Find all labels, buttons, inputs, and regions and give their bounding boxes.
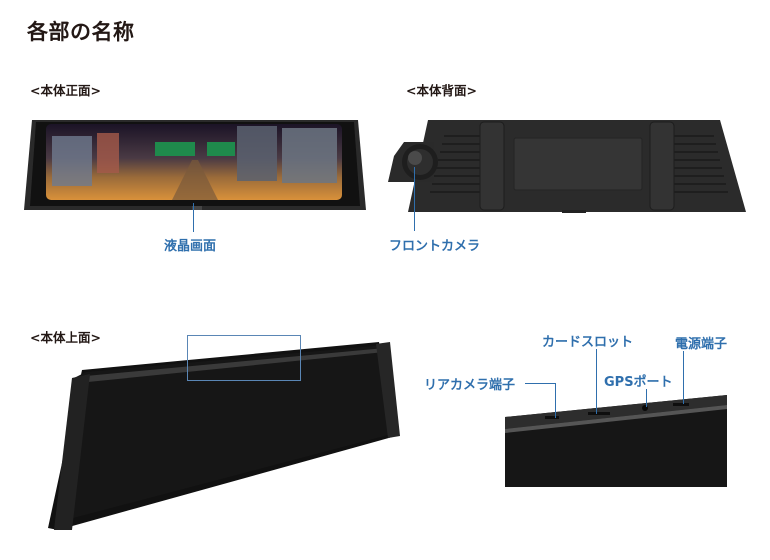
card-slot-pointer-line (596, 349, 597, 414)
label-gps-port: GPSポート (604, 375, 673, 390)
label-rear-camera-terminal: リアカメラ端子 (424, 378, 516, 393)
label-power-terminal: 電源端子 (675, 337, 728, 352)
device-front-image (24, 120, 366, 210)
device-top-detail-image (505, 395, 727, 487)
label-card-slot: カードスロット (542, 335, 634, 350)
section-heading-front: <本体正面> (30, 83, 101, 98)
front-camera-pointer-line (414, 167, 415, 231)
section-heading-back: <本体背面> (406, 83, 477, 98)
section-heading-top: <本体上面> (30, 330, 101, 345)
device-top-image (48, 342, 400, 530)
rear-camera-pointer-hline (525, 383, 556, 384)
lcd-pointer-line (193, 203, 194, 232)
rear-camera-pointer-vline (555, 383, 556, 418)
label-front-camera: フロントカメラ (389, 239, 481, 254)
page-title: 各部の名称 (27, 20, 135, 44)
device-back-image (388, 120, 746, 213)
gps-port-pointer-line (646, 389, 647, 407)
power-terminal-pointer-line (683, 351, 684, 404)
label-lcd-screen: 液晶画面 (164, 239, 217, 254)
top-detail-highlight-box (187, 335, 301, 381)
